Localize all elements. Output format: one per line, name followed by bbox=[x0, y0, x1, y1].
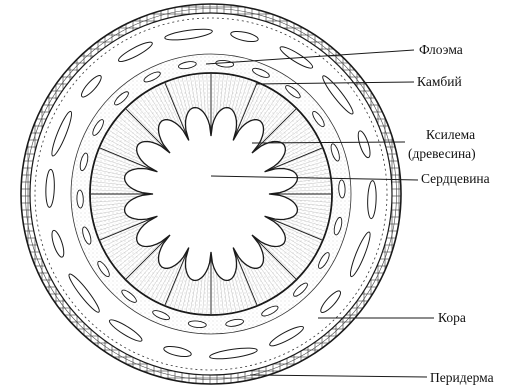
xylem-label: Ксилема bbox=[426, 127, 475, 143]
phloem-fiber bbox=[77, 190, 84, 208]
periderm-leader-line bbox=[250, 375, 427, 377]
cambium-label: Камбий bbox=[417, 74, 462, 90]
phloem-label: Флоэма bbox=[419, 42, 463, 58]
xylem-sublabel: (древесина) bbox=[408, 146, 476, 162]
phloem-fiber bbox=[338, 180, 345, 198]
cortex-label: Кора bbox=[438, 310, 466, 326]
pith-label: Сердцевина bbox=[421, 171, 490, 187]
periderm-label: Перидерма bbox=[430, 370, 494, 386]
